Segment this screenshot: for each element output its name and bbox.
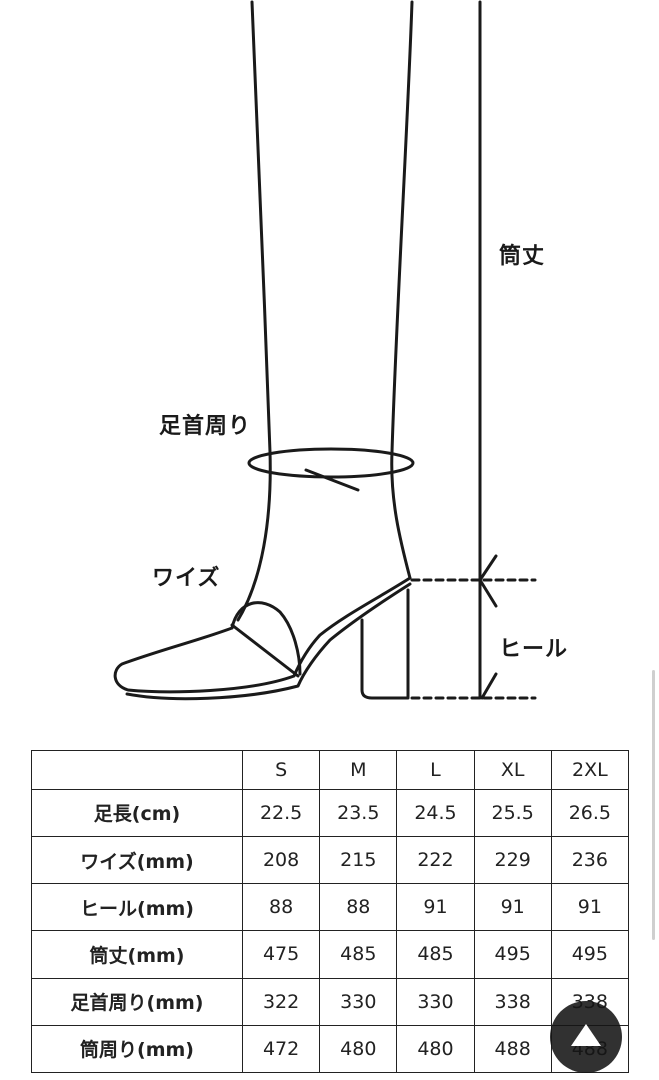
table-cell: 480	[319, 1024, 398, 1074]
row-label: ワイズ(mm)	[31, 835, 243, 885]
table-cell: 26.5	[550, 788, 629, 837]
table-cell: 495	[550, 930, 629, 979]
size-column-header: XL	[473, 750, 552, 790]
leg-outline-right	[390, 0, 414, 580]
table-cell: 91	[396, 883, 475, 932]
row-label: 足長(cm)	[31, 788, 243, 837]
table-corner-cell	[31, 750, 243, 790]
table-cell: 236	[550, 835, 629, 885]
ankle-measure-line	[304, 468, 360, 492]
size-column-header: S	[241, 750, 321, 790]
heel-label: ヒール	[499, 637, 569, 662]
row-label: 足首周り(mm)	[31, 977, 243, 1026]
table-cell: 222	[396, 835, 475, 885]
table-cell: 495	[473, 930, 552, 979]
table-cell: 23.5	[319, 788, 398, 837]
shaft-height-label: 筒丈	[499, 244, 546, 269]
table-cell: 215	[319, 835, 398, 885]
table-cell: 485	[319, 930, 398, 979]
table-cell: 22.5	[241, 788, 321, 837]
table-cell: 322	[241, 977, 321, 1026]
width-label: ワイズ	[152, 566, 221, 591]
table-cell: 24.5	[396, 788, 475, 837]
ankle-circumference-label: 足首周り	[159, 414, 252, 439]
triangle-up-icon	[571, 1024, 601, 1046]
table-cell: 472	[241, 1024, 321, 1074]
table-cell: 485	[396, 930, 475, 979]
heel-block	[360, 588, 410, 700]
table-cell: 208	[241, 835, 321, 885]
size-column-header: L	[396, 750, 475, 790]
table-cell: 338	[473, 977, 552, 1026]
table-cell: 488	[473, 1024, 552, 1074]
row-label: ヒール(mm)	[31, 883, 243, 932]
heel-arrow-top	[478, 554, 498, 608]
table-cell: 88	[319, 883, 398, 932]
scrollbar[interactable]	[652, 670, 655, 940]
table-cell: 480	[396, 1024, 475, 1074]
size-column-header: 2XL	[550, 750, 629, 790]
ankle-circumference-ellipse	[247, 447, 415, 479]
shoe-outer	[113, 576, 412, 694]
table-cell: 330	[396, 977, 475, 1026]
width-measure-line	[230, 623, 300, 678]
table-row: 足首周り(mm)322330330338338	[31, 977, 629, 1026]
table-cell: 88	[241, 883, 321, 932]
heel-arrow-bottom	[480, 672, 498, 700]
size-column-header: M	[319, 750, 398, 790]
boot-diagram	[113, 0, 537, 701]
table-cell: 91	[473, 883, 552, 932]
table-cell: 91	[550, 883, 629, 932]
table-cell: 475	[241, 930, 321, 979]
row-label: 筒周り(mm)	[31, 1024, 243, 1074]
table-cell: 25.5	[473, 788, 552, 837]
scroll-to-top-button[interactable]	[550, 1001, 622, 1073]
table-cell: 229	[473, 835, 552, 885]
shoe-sole	[125, 582, 412, 701]
table-row: 筒周り(mm)472480480488488	[31, 1024, 629, 1074]
table-cell: 330	[319, 977, 398, 1026]
row-label: 筒丈(mm)	[31, 930, 243, 979]
toe-opening	[230, 601, 302, 676]
leg-outline-left	[236, 0, 272, 622]
